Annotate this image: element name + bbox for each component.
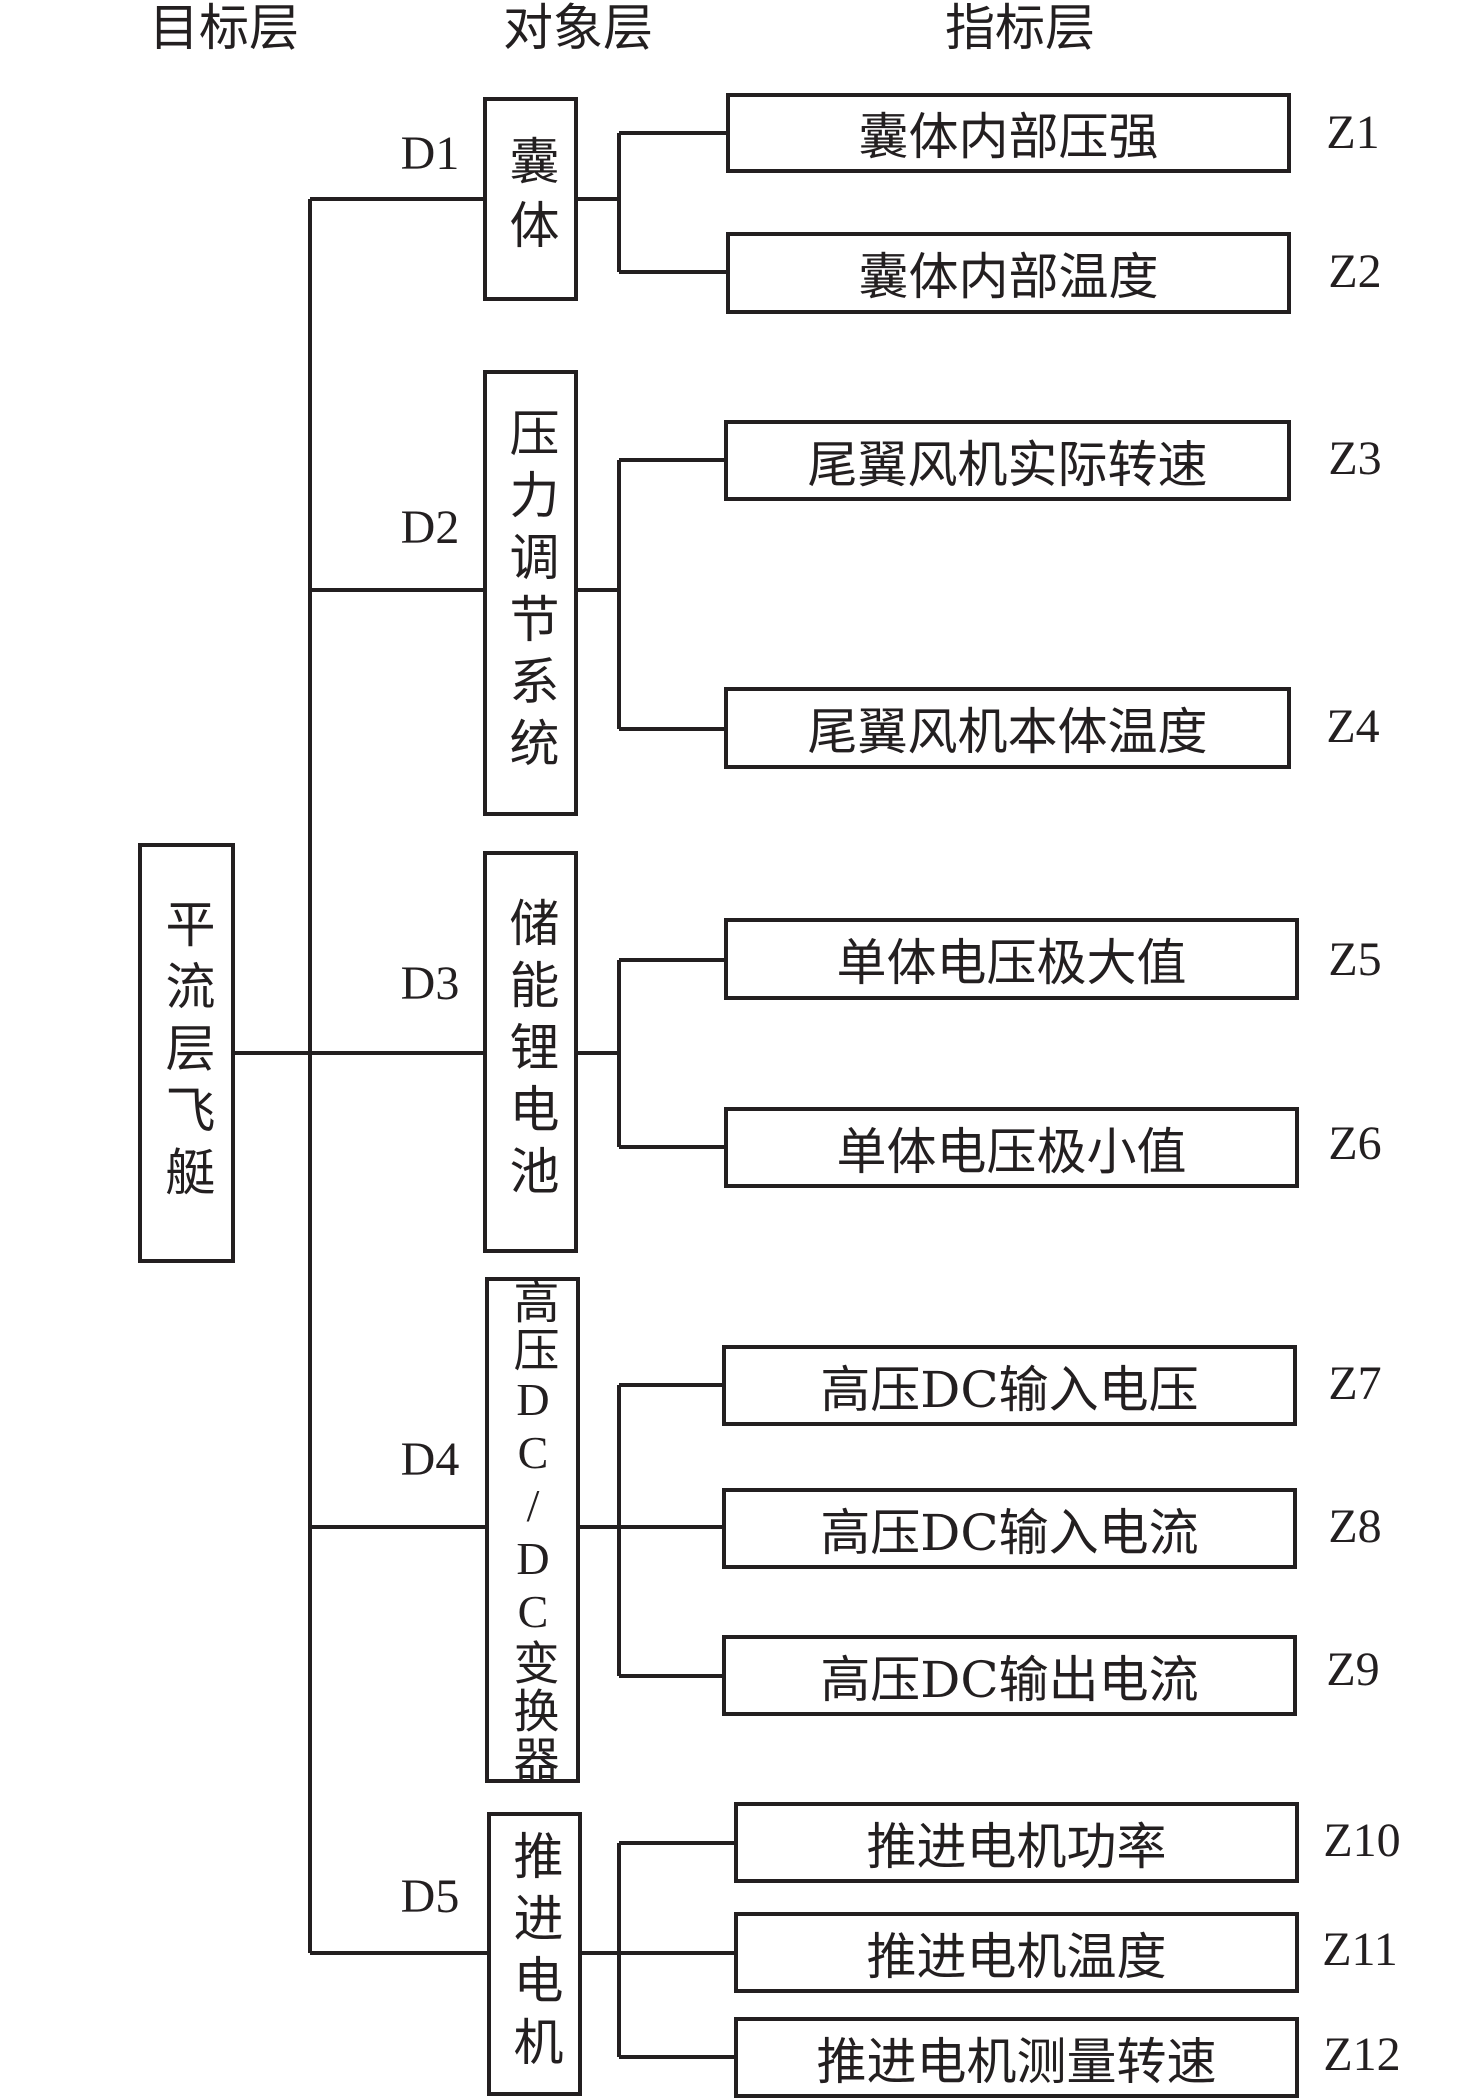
indicator-id-z11: Z11 <box>1322 1923 1398 1976</box>
indicator-label: 高压DC输入电流 <box>820 1503 1199 1562</box>
indicator-id-z8: Z8 <box>1328 1500 1382 1553</box>
object-label: 囊体 <box>501 135 560 263</box>
object-label: 推进电机 <box>505 1830 564 2078</box>
indicator-node-z11: 推进电机温度 <box>734 1912 1299 1993</box>
indicator-node-z8: 高压DC输入电流 <box>722 1488 1297 1569</box>
indicator-label: 尾翼风机本体温度 <box>807 703 1208 761</box>
object-label: 储能锂电池 <box>501 897 560 1207</box>
indicator-node-z4: 尾翼风机本体温度 <box>724 687 1291 769</box>
indicator-node-z9: 高压DC输出电流 <box>722 1635 1297 1716</box>
object-node-d4: 高压DC/DC变换器 <box>485 1277 580 1783</box>
header-goal-layer: 目标层 <box>149 0 299 57</box>
object-id-d2: D2 <box>400 501 460 554</box>
indicator-id-z4: Z4 <box>1326 700 1380 753</box>
header-indicator-layer: 指标层 <box>945 0 1095 57</box>
indicator-id-z5: Z5 <box>1328 933 1382 986</box>
header-object-layer: 对象层 <box>503 0 653 57</box>
indicator-node-z3: 尾翼风机实际转速 <box>724 420 1291 501</box>
indicator-id-z3: Z3 <box>1328 432 1382 485</box>
indicator-node-z7: 高压DC输入电压 <box>722 1345 1297 1426</box>
object-node-d2: 压力调节系统 <box>483 370 578 816</box>
indicator-id-z1: Z1 <box>1326 106 1380 159</box>
indicator-label: 推进电机温度 <box>866 1927 1167 1986</box>
object-node-d5: 推进电机 <box>487 1812 582 2096</box>
object-id-d4: D4 <box>400 1433 460 1486</box>
object-id-d5: D5 <box>400 1870 460 1923</box>
root-label: 平流层飞艇 <box>157 898 216 1208</box>
indicator-node-z2: 囊体内部温度 <box>726 232 1291 314</box>
indicator-label: 单体电压极大值 <box>836 934 1187 992</box>
indicator-node-z6: 单体电压极小值 <box>724 1107 1299 1188</box>
object-node-d3: 储能锂电池 <box>483 851 578 1253</box>
indicator-id-z2: Z2 <box>1328 245 1382 298</box>
indicator-label: 高压DC输出电流 <box>820 1650 1199 1709</box>
indicator-id-z9: Z9 <box>1326 1643 1380 1696</box>
indicator-id-z6: Z6 <box>1328 1117 1382 1170</box>
indicator-label: 高压DC输入电压 <box>820 1360 1199 1419</box>
indicator-id-z7: Z7 <box>1328 1357 1382 1410</box>
indicator-label: 尾翼风机实际转速 <box>807 435 1208 494</box>
indicator-node-z5: 单体电压极大值 <box>724 918 1299 1000</box>
indicator-label: 囊体内部压强 <box>858 108 1159 166</box>
object-id-d1: D1 <box>400 127 460 180</box>
indicator-label: 推进电机测量转速 <box>816 2032 1217 2091</box>
object-label: 高压DC/DC变换器 <box>507 1277 559 1783</box>
indicator-id-z12: Z12 <box>1323 2028 1401 2081</box>
indicator-node-z12: 推进电机测量转速 <box>734 2017 1299 2098</box>
indicator-label: 囊体内部温度 <box>858 248 1159 306</box>
indicator-id-z10: Z10 <box>1323 1814 1401 1867</box>
root-node: 平流层飞艇 <box>138 843 235 1263</box>
object-label: 压力调节系统 <box>501 407 560 779</box>
object-id-d3: D3 <box>400 957 460 1010</box>
indicator-label: 推进电机功率 <box>866 1817 1167 1876</box>
object-node-d1: 囊体 <box>483 97 578 301</box>
indicator-node-z1: 囊体内部压强 <box>726 93 1291 173</box>
indicator-label: 单体电压极小值 <box>836 1122 1187 1181</box>
indicator-node-z10: 推进电机功率 <box>734 1802 1299 1883</box>
